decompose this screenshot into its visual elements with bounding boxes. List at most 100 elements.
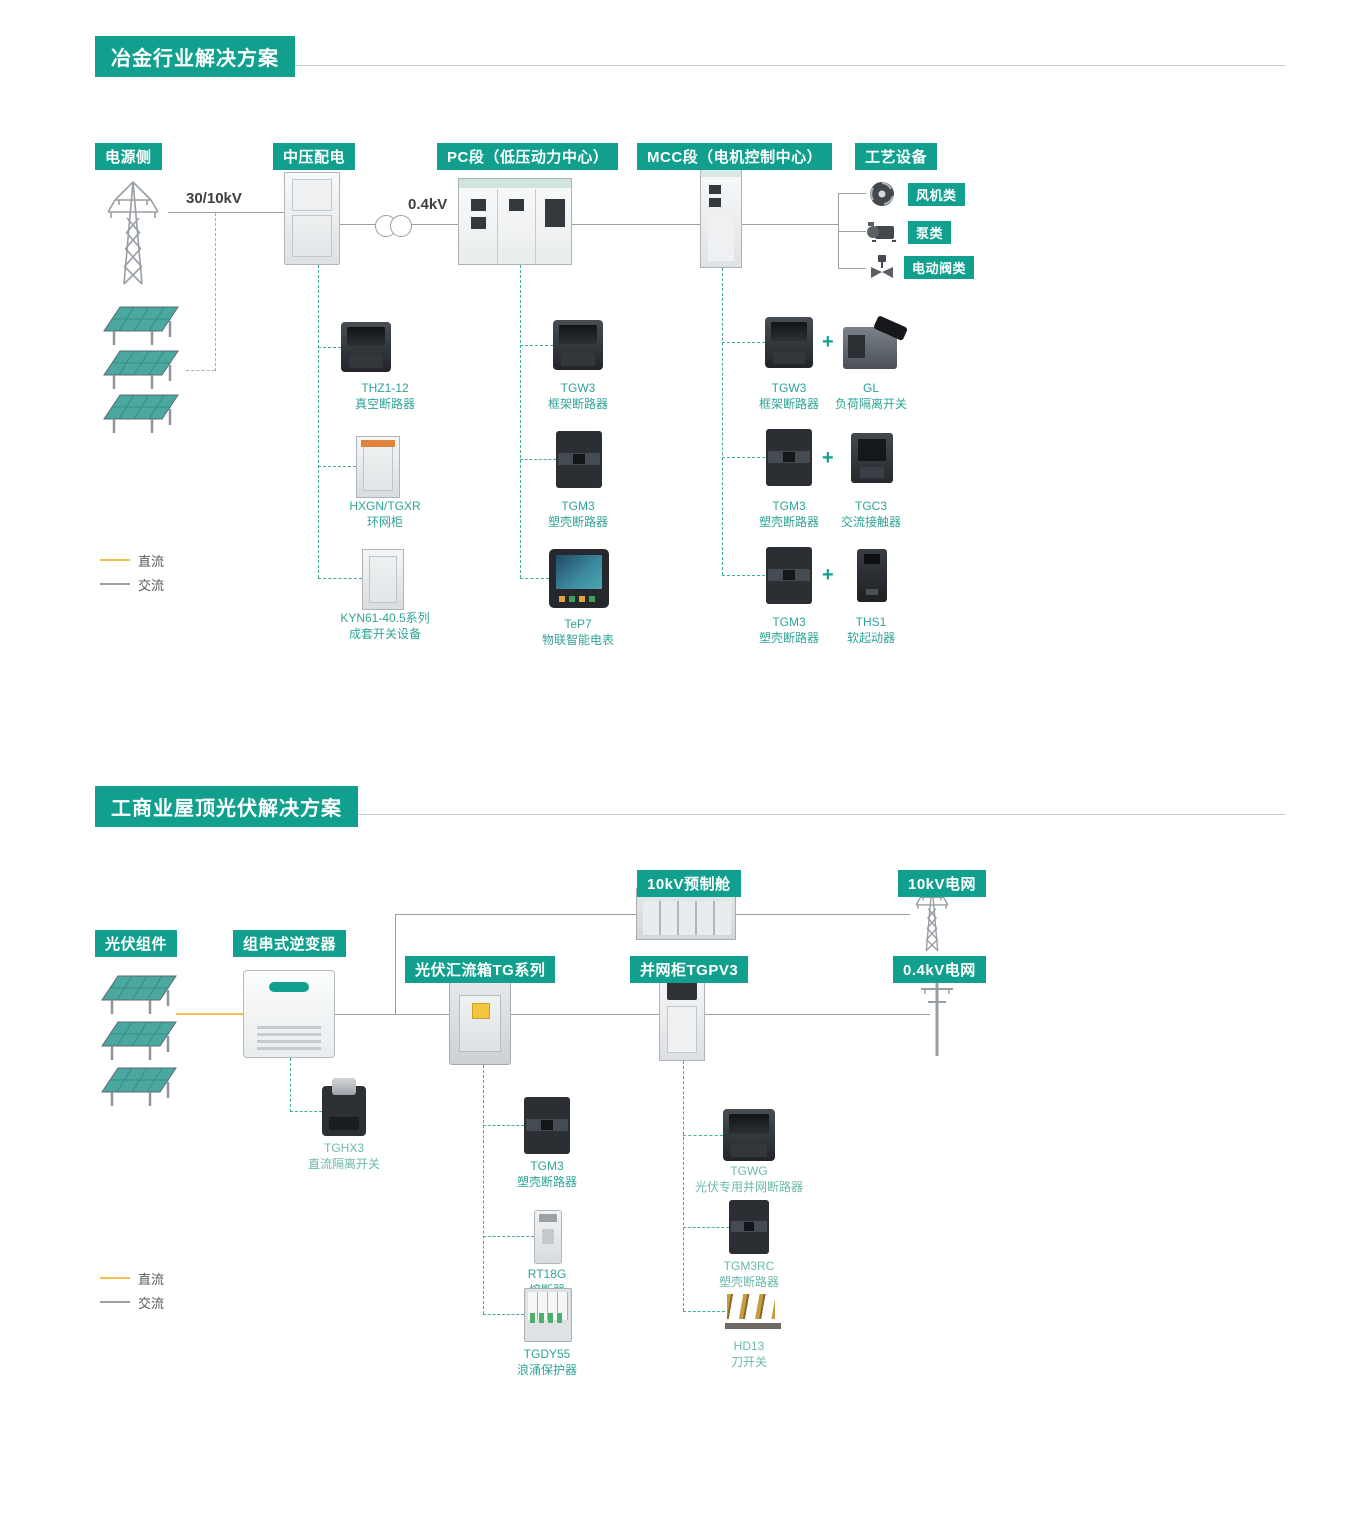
mcc-product-stub [722, 457, 765, 458]
product-desc: 塑壳断路器 [718, 1275, 779, 1289]
badge-fan-type: 风机类 [908, 183, 965, 206]
product-label-hxgn-tgxr: HXGN/TGXR 环网柜 [320, 498, 450, 530]
bus-line-cabin-to-tower [736, 914, 910, 915]
product-image-hd13 [725, 1290, 781, 1332]
bus-line-tower-to-mv [168, 212, 284, 213]
legend-bottom: 直流 交流 [100, 1266, 164, 1314]
dc-line-swatch [100, 1277, 130, 1279]
grid-tower-icon [915, 885, 949, 952]
legend-ac-label: 交流 [138, 577, 165, 593]
product-label-tep7: TeP7 物联智能电表 [513, 616, 643, 648]
bus-line-mcc-to-process [742, 224, 838, 225]
process-branch-riser [838, 193, 839, 268]
product-name: TGWG [730, 1164, 768, 1178]
grid-product-stub [683, 1227, 729, 1228]
ac-line-swatch [100, 1301, 130, 1303]
product-image-tgc3 [851, 433, 893, 483]
product-image-kyn61 [362, 549, 404, 610]
combiner-product-connector [483, 1065, 484, 1314]
badge-string-inverter: 组串式逆变器 [233, 930, 347, 957]
product-desc: 光伏专用并网断路器 [694, 1180, 803, 1194]
grid-product-stub [683, 1311, 725, 1312]
legend-ac-label: 交流 [138, 1295, 165, 1311]
product-image-tgm3rc [729, 1200, 769, 1254]
mv-product-stub [318, 347, 341, 348]
legend-ac-row: 交流 [100, 572, 164, 596]
badge-process-equipment: 工艺设备 [855, 143, 938, 170]
solar-panel-icon [101, 1067, 177, 1106]
product-desc: 软起动器 [846, 631, 895, 645]
product-desc: 刀开关 [730, 1355, 767, 1369]
product-name: TGM3RC [723, 1259, 775, 1273]
product-image-ths1 [857, 549, 887, 602]
bus-riser-junction [395, 914, 396, 1014]
section-divider-line [95, 814, 1285, 815]
product-image-tgw3 [553, 320, 603, 370]
electric-valve-icon [871, 255, 893, 278]
product-label-tgw3-mcc: TGW3 框架断路器 [729, 380, 849, 412]
product-label-tgw3: TGW3 框架断路器 [513, 380, 643, 412]
solar-panel-icon [103, 306, 179, 345]
combiner-product-stub [483, 1314, 524, 1315]
product-desc: 成套开关设备 [348, 627, 421, 641]
utility-pole-icon [921, 980, 953, 1056]
dc-line-pv-to-inverter [176, 1013, 243, 1015]
grid-connection-cabinet-tgpv3 [659, 973, 705, 1061]
product-name: THS1 [855, 615, 887, 629]
product-desc: 负荷隔离开关 [834, 397, 907, 411]
mv-product-stub [318, 466, 356, 467]
bus-line-inverter-to-combiner [335, 1014, 449, 1015]
product-name: HXGN/TGXR [349, 499, 421, 513]
bus-line-pc-to-mcc [572, 224, 700, 225]
badge-power-source: 电源侧 [95, 143, 162, 170]
product-image-tgm3 [556, 431, 602, 488]
product-label-thz1-12: THZ1-12 真空断路器 [320, 380, 450, 412]
mv-product-connector [318, 265, 319, 578]
product-image-tgdy55 [524, 1288, 572, 1342]
mv-product-stub [318, 578, 362, 579]
product-image-tgm3-mcc2 [766, 547, 812, 604]
product-desc: 框架断路器 [547, 397, 608, 411]
transformer-symbol [375, 215, 412, 237]
legend-dc-label: 直流 [138, 1271, 165, 1287]
combiner-product-stub [483, 1125, 524, 1126]
product-name: RT18G [527, 1267, 567, 1281]
mcc-product-stub [722, 575, 765, 576]
product-name: TGM3 [772, 615, 806, 629]
section-title-rooftop-pv: 工商业屋顶光伏解决方案 [95, 786, 358, 827]
badge-10kv-cabin: 10kV预制舱 [637, 870, 741, 897]
product-name: TGHX3 [323, 1141, 364, 1155]
inverter-product-stub [290, 1111, 322, 1112]
product-desc: 真空断路器 [354, 397, 415, 411]
bus-line-grid-cabinet-to-pole [705, 1014, 930, 1015]
badge-04kv-grid: 0.4kV电网 [893, 956, 986, 983]
product-name: GL [862, 381, 879, 395]
product-label-tgdy55: TGDY55 浪涌保护器 [482, 1346, 612, 1378]
product-desc: 物联智能电表 [541, 633, 614, 647]
product-label-tgwg: TGWG 光伏专用并网断路器 [674, 1163, 824, 1195]
product-image-tghx3 [322, 1078, 366, 1136]
product-desc: 直流隔离开关 [307, 1157, 380, 1171]
legend-ac-row: 交流 [100, 1290, 164, 1314]
plus-sign: + [822, 331, 834, 353]
mcc-product-stub [722, 342, 765, 343]
section-title-metallurgy: 冶金行业解决方案 [95, 36, 295, 77]
product-label-tgm3rc: TGM3RC 塑壳断路器 [684, 1258, 814, 1290]
branch-line-pump [838, 231, 866, 232]
badge-mv-distribution: 中压配电 [273, 143, 356, 170]
badge-pump-type: 泵类 [908, 221, 952, 244]
pc-product-stub [520, 459, 556, 460]
product-label-ths1: THS1 软起动器 [811, 614, 931, 646]
solar-panel-icon [101, 1021, 177, 1060]
mcc-cabinet [700, 168, 742, 268]
product-label-tgm3-mcc: TGM3 塑壳断路器 [729, 498, 849, 530]
badge-grid-connection-cabinet: 并网柜TGPV3 [630, 956, 749, 983]
bus-line-combiner-to-grid-cabinet [511, 1014, 659, 1015]
product-name: TGW3 [771, 381, 807, 395]
combiner-product-stub [483, 1236, 534, 1237]
product-label-tgm3: TGM3 塑壳断路器 [513, 498, 643, 530]
inverter-product-connector [290, 1058, 291, 1112]
product-name: TeP7 [564, 617, 592, 631]
product-name: TGM3 [561, 499, 595, 513]
plus-sign: + [822, 564, 834, 586]
